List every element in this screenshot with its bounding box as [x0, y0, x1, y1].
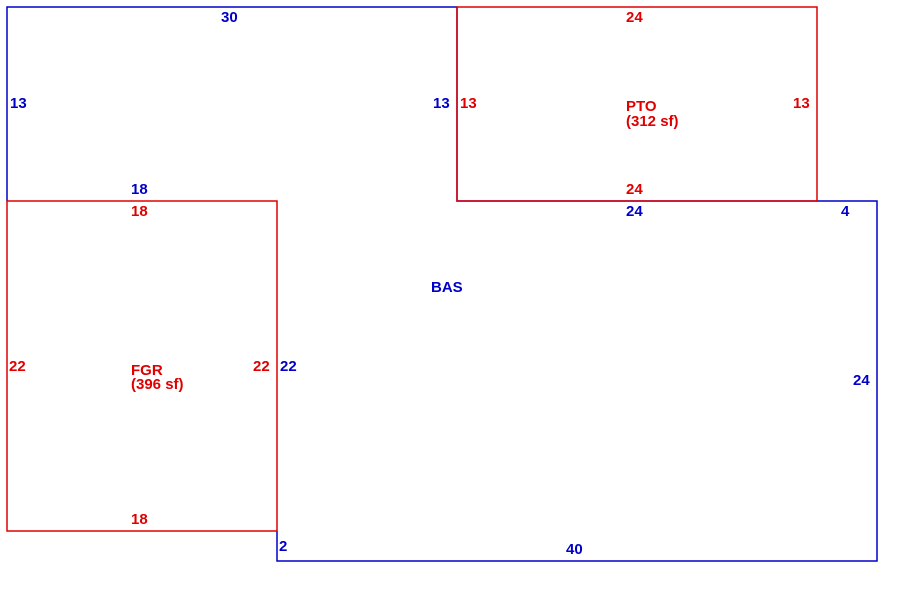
fgr-left-dimension: 22 [9, 358, 26, 375]
pto-outline [456, 6, 818, 202]
bas-right-step-dimension: 4 [841, 203, 850, 220]
pto-right-dimension: 13 [793, 95, 810, 112]
pto-area-code: PTO [626, 98, 657, 115]
fgr-right-dimension: 22 [253, 358, 270, 375]
fgr-top-dimension: 18 [131, 203, 148, 220]
bas-right-dimension: 24 [853, 372, 870, 389]
pto-left-dimension: 13 [460, 95, 477, 112]
bas-bottom-dimension: 40 [566, 541, 583, 558]
pto-top-dimension: 24 [626, 9, 643, 26]
bas-left-upper-dimension: 13 [10, 95, 27, 112]
bas-top-dimension: 30 [221, 9, 238, 26]
fgr-outline [6, 200, 278, 532]
bas-inner-left-dimension: 13 [433, 95, 450, 112]
bas-area-code: BAS [431, 279, 463, 296]
bas-mid-top-dimension: 24 [626, 203, 643, 220]
bas-left-step-dimension: 2 [279, 538, 287, 555]
pto-bottom-dimension: 24 [626, 181, 643, 198]
bas-notch-top-dimension: 18 [131, 181, 148, 198]
bas-left-mid-dimension: 22 [280, 358, 297, 375]
fgr-area-code: FGR [131, 362, 163, 379]
fgr-area-size: (396 sf) [131, 376, 184, 393]
fgr-bottom-dimension: 18 [131, 511, 148, 528]
pto-area-size: (312 sf) [626, 113, 679, 130]
